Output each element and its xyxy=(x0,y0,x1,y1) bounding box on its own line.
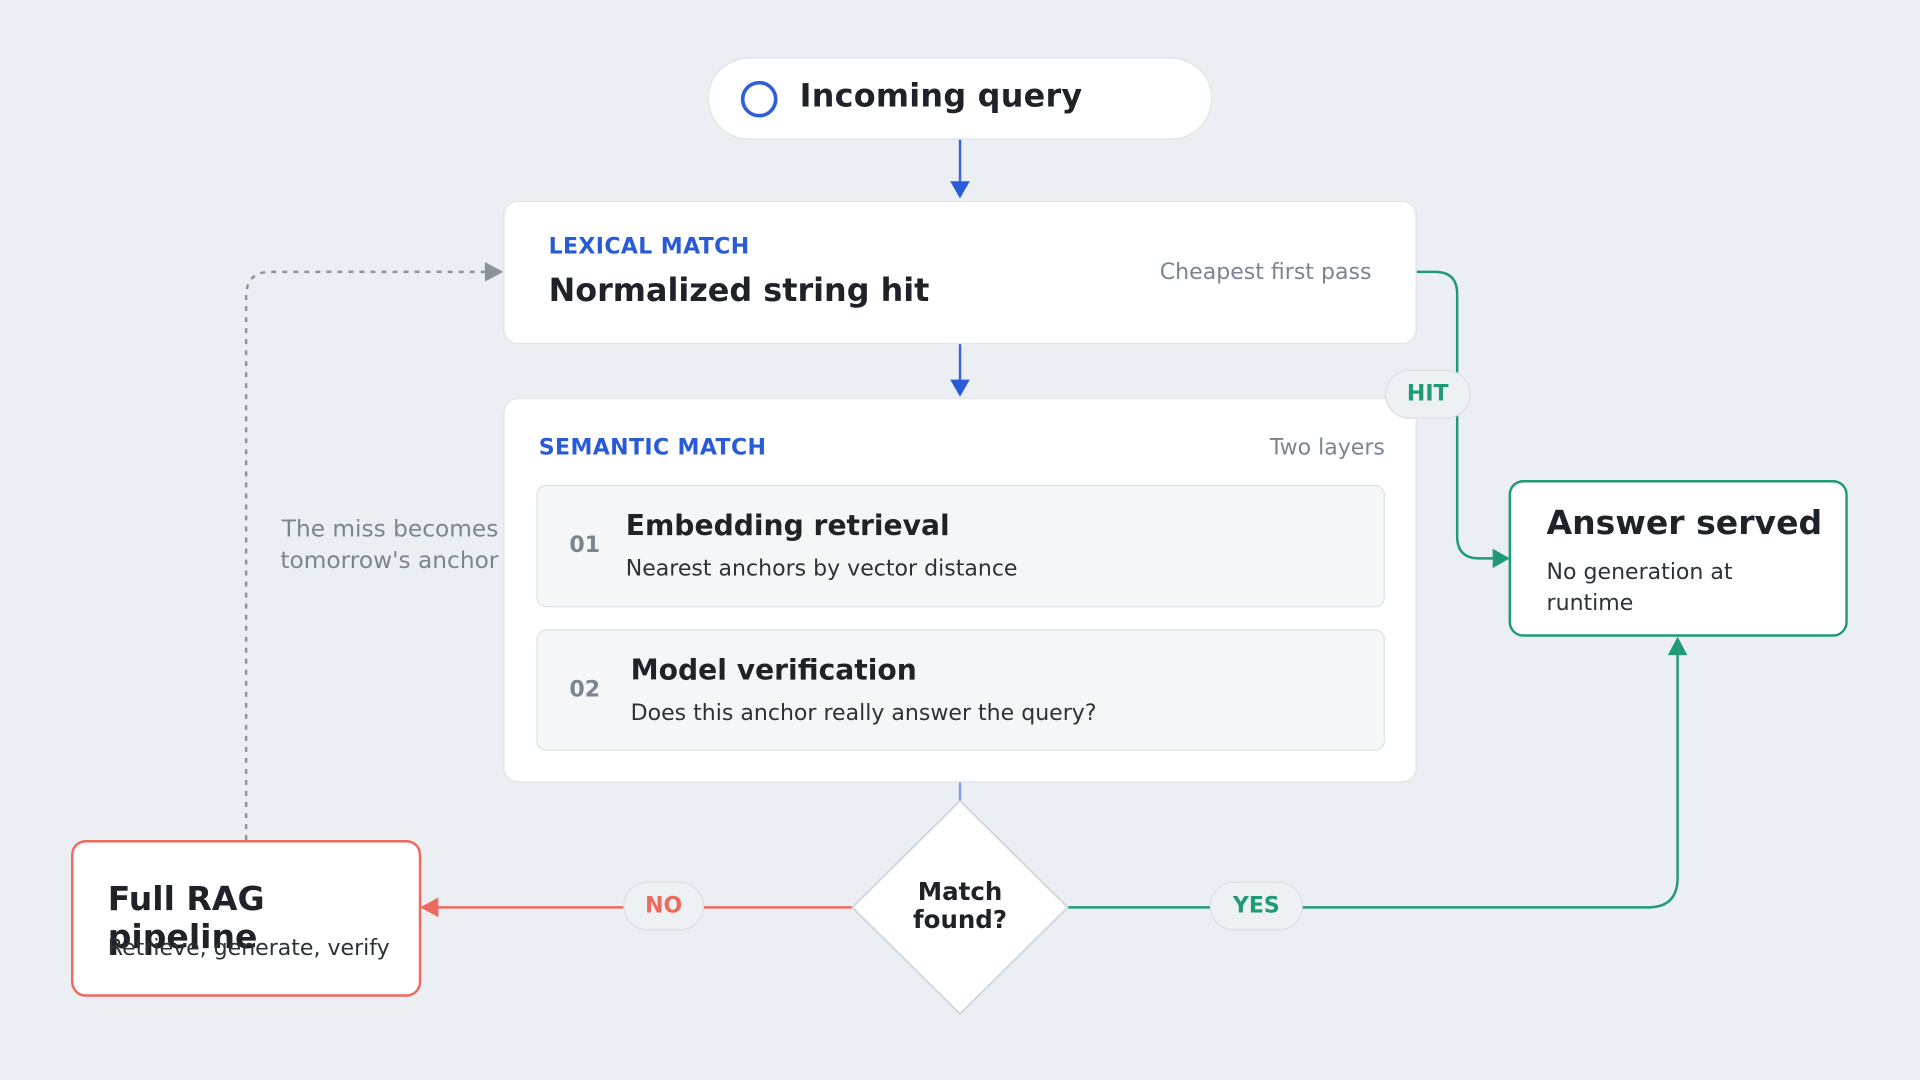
semantic-note: Two layers xyxy=(1269,434,1385,461)
answer-subtitle-line-2: runtime xyxy=(1546,590,1634,616)
lexical-match-card: LEXICAL MATCH Normalized string hit Chea… xyxy=(503,200,1417,345)
incoming-query-node: Incoming query xyxy=(707,57,1213,140)
arrowhead-hit xyxy=(1492,548,1510,569)
answer-subtitle-line-1: No generation at xyxy=(1546,559,1733,586)
circle-icon xyxy=(740,80,778,118)
step-number: 02 xyxy=(569,677,601,703)
lexical-note: Cheapest first pass xyxy=(1159,259,1372,286)
feedback-dashed-path xyxy=(244,270,485,841)
arrowhead-lexical-to-semantic xyxy=(950,379,970,397)
rag-subtitle: Retrieve, generate, verify xyxy=(107,935,390,962)
lexical-title: Normalized string hit xyxy=(548,273,930,310)
arrowhead-no xyxy=(420,897,439,918)
arrowhead-query-to-lexical xyxy=(950,181,970,199)
step-number: 01 xyxy=(569,532,601,559)
decision-line-2: found? xyxy=(912,904,1008,935)
rag-title: Full RAG pipeline xyxy=(107,880,265,957)
no-badge: NO xyxy=(623,881,705,931)
full-rag-pipeline-node: Full RAG pipeline Retrieve, generate, ve… xyxy=(71,840,422,997)
step-model-verification: 02 Model verification Does this anchor r… xyxy=(536,629,1385,751)
incoming-query-label: Incoming query xyxy=(799,78,1083,116)
answer-title: Answer served xyxy=(1546,504,1823,543)
semantic-eyebrow: SEMANTIC MATCH xyxy=(538,434,767,461)
step-description: Nearest anchors by vector distance xyxy=(625,555,1018,582)
step-description: Does this anchor really answer the query… xyxy=(630,700,1097,727)
yes-badge: YES xyxy=(1209,881,1303,931)
feedback-note-line-1: The miss becomes xyxy=(281,515,499,543)
answer-served-node: Answer served No generation at runtime xyxy=(1508,480,1848,637)
feedback-note: The miss becomes tomorrow's anchor xyxy=(266,513,499,577)
feedback-note-line-2: tomorrow's anchor xyxy=(280,547,499,575)
step-title: Model verification xyxy=(630,655,917,687)
arrowhead-yes xyxy=(1667,636,1688,656)
step-title: Embedding retrieval xyxy=(625,510,950,543)
answer-subtitle: No generation at runtime xyxy=(1547,557,1733,618)
semantic-match-card: SEMANTIC MATCH Two layers 01 Embedding r… xyxy=(503,397,1417,783)
decision-label: Match found? xyxy=(882,876,1039,935)
arrowhead-feedback xyxy=(484,262,504,282)
lexical-eyebrow: LEXICAL MATCH xyxy=(548,233,750,260)
hit-badge: HIT xyxy=(1384,369,1471,419)
step-embedding-retrieval: 01 Embedding retrieval Nearest anchors b… xyxy=(536,484,1385,608)
decision-diamond xyxy=(851,799,1069,1015)
arrow-yes-path xyxy=(1067,651,1679,909)
decision-line-1: Match xyxy=(917,876,1003,907)
